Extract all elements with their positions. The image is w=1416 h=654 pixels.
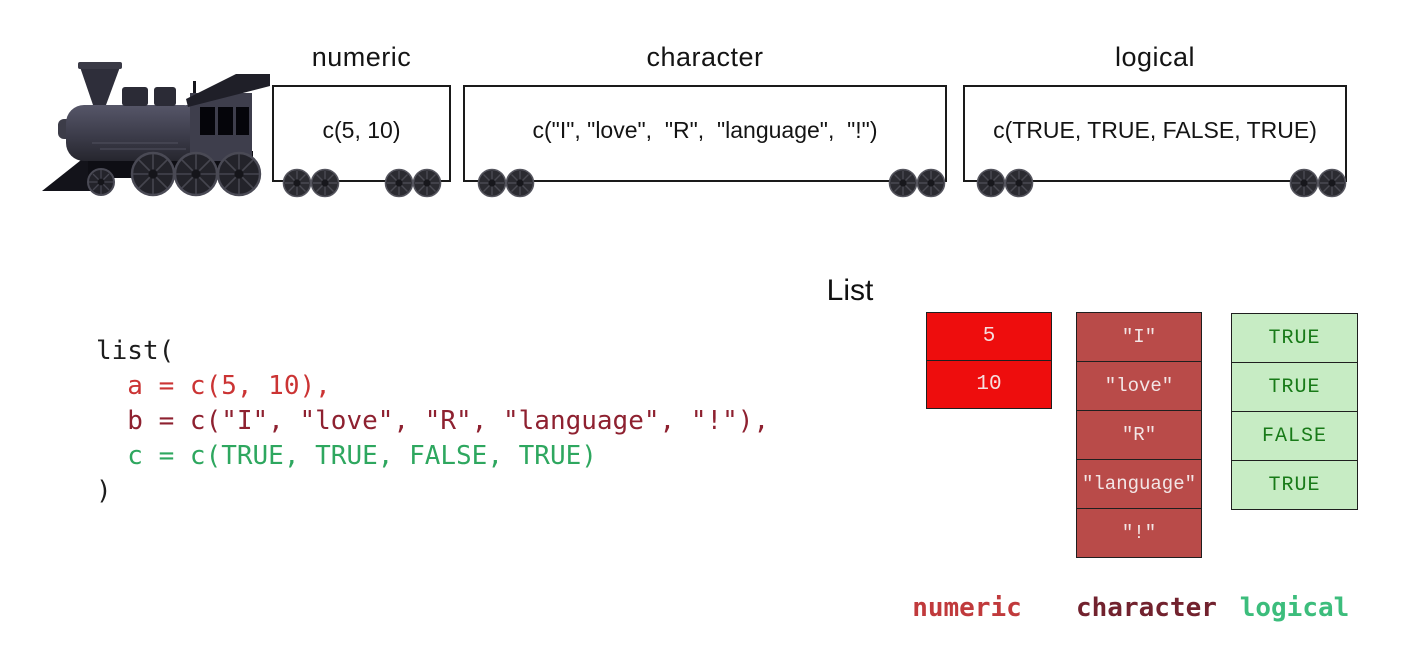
logical-cell: TRUE — [1231, 362, 1358, 412]
character-cell: ″love″ — [1076, 361, 1202, 411]
list-title: List — [826, 274, 874, 307]
car-label-logical: logical — [1114, 42, 1196, 72]
car-box-character: c("I", "love", "R", "language", "!") — [463, 85, 947, 182]
car-wheel-icon — [384, 168, 414, 198]
logical-cell: FALSE — [1231, 411, 1358, 461]
caption-logical: logical — [1239, 593, 1350, 623]
numeric-column: 5 10 — [926, 312, 1052, 409]
logical-cell: TRUE — [1231, 460, 1358, 510]
numeric-cell: 5 — [926, 312, 1052, 361]
car-content-logical: c(TRUE, TRUE, FALSE, TRUE) — [993, 117, 1317, 143]
car-wheel-icon — [1317, 168, 1347, 198]
car-wheel-icon — [477, 168, 507, 198]
car-wheel-icon — [282, 168, 312, 198]
character-cell: ″!″ — [1076, 508, 1202, 558]
car-wheel-icon — [412, 168, 442, 198]
car-wheel-icon — [1289, 168, 1319, 198]
code-line-list-close: ) — [96, 476, 112, 506]
car-wheel-icon — [976, 168, 1006, 198]
character-cell: ″I″ — [1076, 312, 1202, 362]
caption-character: character — [1076, 593, 1217, 623]
code-line-c-logical: c = c(TRUE, TRUE, FALSE, TRUE) — [96, 441, 597, 471]
character-column: ″I″ ″love″ ″R″ ″language″ ″!″ — [1076, 312, 1202, 558]
car-box-numeric: c(5, 10) — [272, 85, 451, 182]
car-box-logical: c(TRUE, TRUE, FALSE, TRUE) — [963, 85, 1347, 182]
locomotive-icon — [42, 62, 270, 197]
car-wheel-icon — [310, 168, 340, 198]
logical-column: TRUE TRUE FALSE TRUE — [1231, 313, 1358, 510]
code-line-b-character: b = c("I", "love", "R", "language", "!")… — [96, 406, 770, 436]
car-label-character: character — [646, 42, 764, 72]
character-cell: ″R″ — [1076, 410, 1202, 460]
car-content-character: c("I", "love", "R", "language", "!") — [532, 117, 878, 143]
character-cell: ″language″ — [1076, 459, 1202, 509]
car-wheel-icon — [1004, 168, 1034, 198]
logical-cell: TRUE — [1231, 313, 1358, 363]
r-code-block: list( a = c(5, 10), b = c("I", "love", "… — [96, 334, 769, 509]
code-line-a-numeric: a = c(5, 10), — [96, 371, 331, 401]
car-wheel-icon — [916, 168, 946, 198]
car-label-numeric: numeric — [311, 42, 412, 72]
car-wheel-icon — [505, 168, 535, 198]
car-content-numeric: c(5, 10) — [322, 117, 401, 143]
numeric-cell: 10 — [926, 360, 1052, 409]
locomotive-illustration — [40, 55, 272, 197]
car-wheel-icon — [888, 168, 918, 198]
caption-numeric: numeric — [912, 593, 1022, 623]
code-line-list-open: list( — [96, 336, 175, 366]
